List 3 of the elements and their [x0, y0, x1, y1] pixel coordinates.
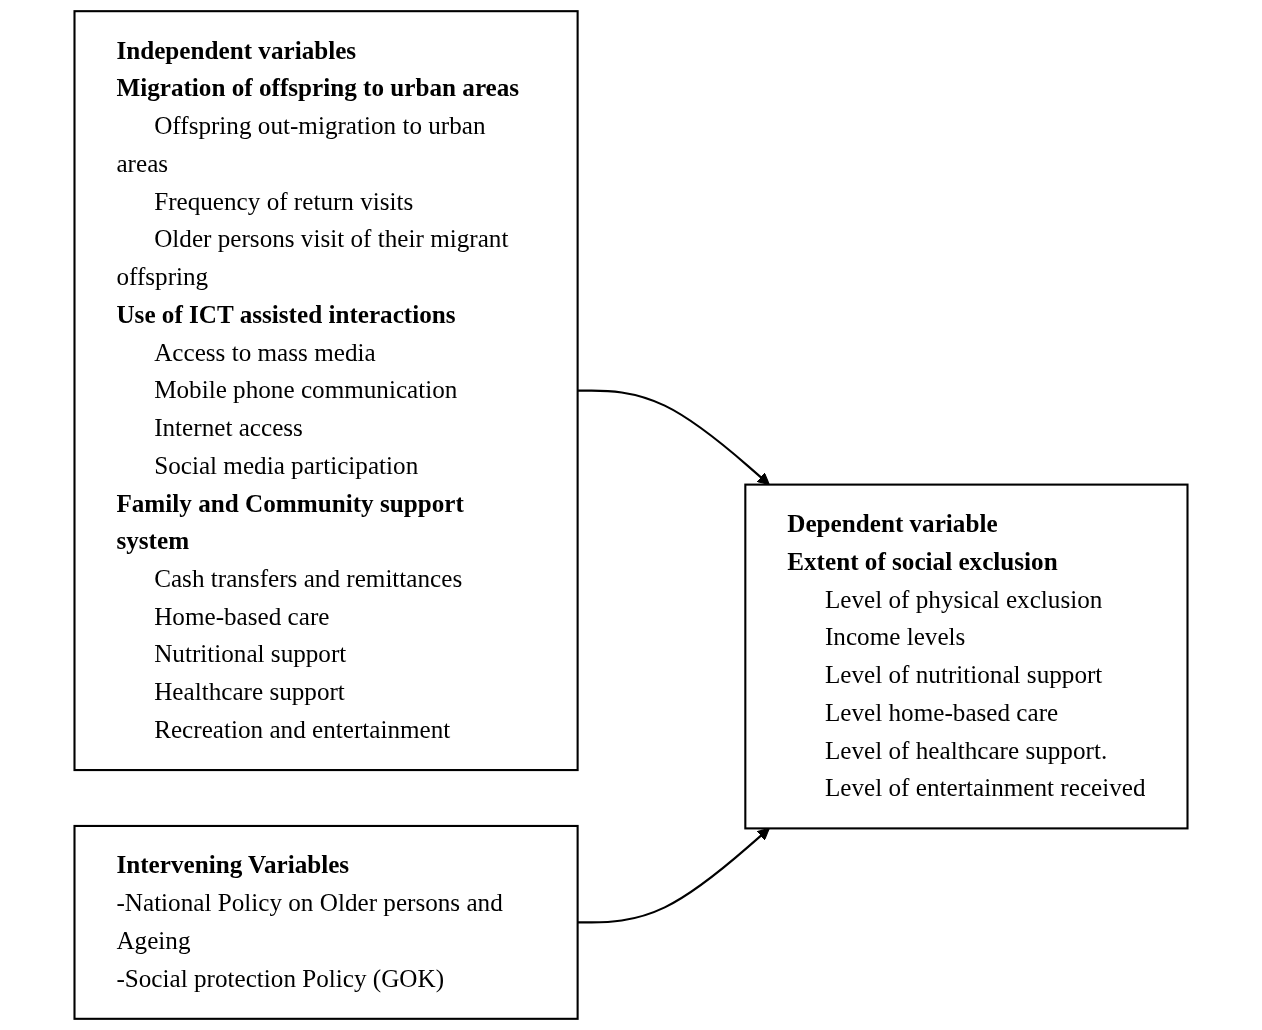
node-box: Intervening Variables -National Policy on Older persons and Ageing -Social protection Policy (GOK): [73, 824, 579, 1020]
node-box: Independent variables Migration of offspring to urban areas Offspring out-migration to urban areas Frequency of return visits Older persons visit of their migrant offspring Use of ICT assisted interactions Access to mass media Mobile phone communication Internet access Social media participation Family and Community support system Cash transfers and remittances Home-based care Nutritional support Healthcare support Recreation and entertainment: [73, 10, 579, 772]
node-box: Dependent variable Extent of social exclusion Level of physical exclusion Income levels Level of nutritional support Level home-based care Level of healthcare support. Level of entertainment received: [744, 483, 1189, 830]
